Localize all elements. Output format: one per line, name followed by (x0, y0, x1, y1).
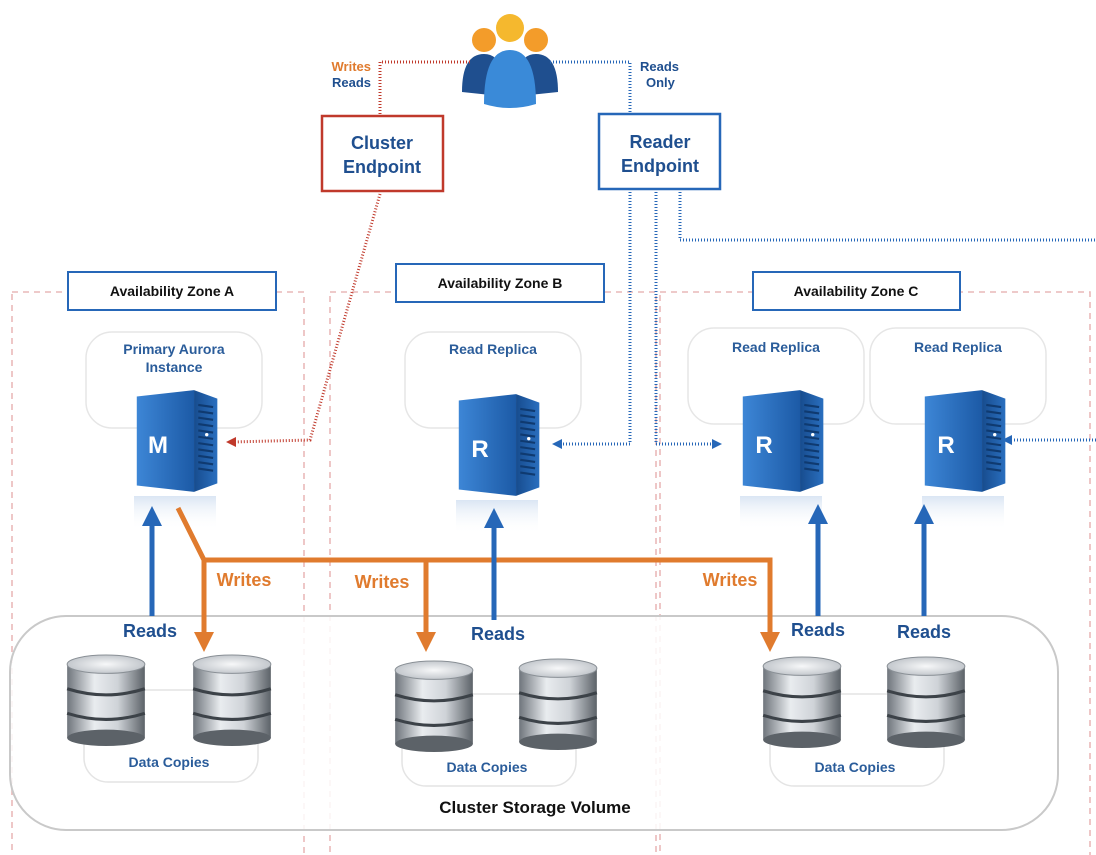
arrow-to-replica-c1 (712, 439, 722, 449)
data-copies-a-label: Data Copies (129, 754, 210, 770)
data-copies-c-label: Data Copies (815, 759, 896, 775)
replica-c1-letter: R (755, 432, 772, 459)
write-arrow-a (194, 632, 214, 652)
reads-only-line1: Reads (640, 59, 679, 74)
replica-c1-server-icon: R (740, 389, 825, 530)
primary-title-line2: Instance (146, 359, 203, 375)
cluster-endpoint-line1: Cluster (351, 133, 413, 153)
replica-b-server-icon: R (456, 393, 541, 534)
primary-letter: M (148, 432, 168, 459)
reader-endpoint-line2: Endpoint (621, 156, 699, 176)
writes-label-top: Writes (332, 59, 372, 74)
arrow-to-replica-b (552, 439, 562, 449)
primary-instance-card: Primary Aurora Instance (85, 331, 263, 429)
zone-c-title: Availability Zone C (752, 271, 961, 311)
read-arrow-c1 (808, 504, 828, 524)
primary-title-line1: Primary Aurora (123, 341, 225, 357)
writes-paths (175, 506, 773, 636)
cluster-endpoint: Cluster Endpoint (320, 114, 445, 193)
reads-paths (149, 522, 927, 620)
reader-endpoint: Reader Endpoint (597, 112, 722, 191)
cluster-connection-line (378, 60, 470, 116)
reader-paths (560, 192, 1096, 446)
users-icon (462, 14, 558, 108)
replica-c2-letter: R (937, 432, 954, 459)
data-copies-a: Data Copies (65, 654, 273, 783)
primary-write-path (226, 193, 382, 447)
replica-b-letter: R (471, 436, 488, 463)
data-copies-c: Data Copies (761, 656, 967, 787)
reads-only-line2: Only (646, 75, 676, 90)
replica-c2-title: Read Replica (914, 339, 1002, 355)
zone-c-label: Availability Zone C (794, 283, 919, 299)
primary-server-icon: M (134, 389, 219, 530)
replica-b-title: Read Replica (449, 341, 537, 357)
reader-connection-line (550, 60, 632, 114)
zone-b-container (329, 291, 657, 855)
write-arrow-b (416, 632, 436, 652)
reads-label-a: Reads (123, 621, 177, 641)
zone-a-label: Availability Zone A (110, 283, 234, 299)
writes-label-a: Writes (217, 570, 272, 590)
storage-volume-label: Cluster Storage Volume (439, 798, 630, 817)
zone-b-label: Availability Zone B (438, 275, 563, 291)
replica-c2-server-icon: R (922, 389, 1007, 530)
data-copies-b: Data Copies (393, 658, 599, 787)
reads-label-b: Reads (471, 624, 525, 644)
reader-endpoint-line1: Reader (629, 132, 690, 152)
reads-label-c1: Reads (791, 620, 845, 640)
read-arrow-b (484, 508, 504, 528)
read-arrow-a (142, 506, 162, 526)
write-arrow-c (760, 632, 780, 652)
zone-a-title: Availability Zone A (67, 271, 277, 311)
cluster-endpoint-line2: Endpoint (343, 157, 421, 177)
reads-label-top: Reads (332, 75, 371, 90)
zone-b-title: Availability Zone B (395, 263, 605, 303)
writes-label-b: Writes (355, 572, 410, 592)
reads-label-c2: Reads (897, 622, 951, 642)
read-arrow-c2 (914, 504, 934, 524)
replica-c1-title: Read Replica (732, 339, 820, 355)
data-copies-b-label: Data Copies (447, 759, 528, 775)
writes-label-c: Writes (703, 570, 758, 590)
arrow-to-replica-c2 (1002, 435, 1012, 445)
